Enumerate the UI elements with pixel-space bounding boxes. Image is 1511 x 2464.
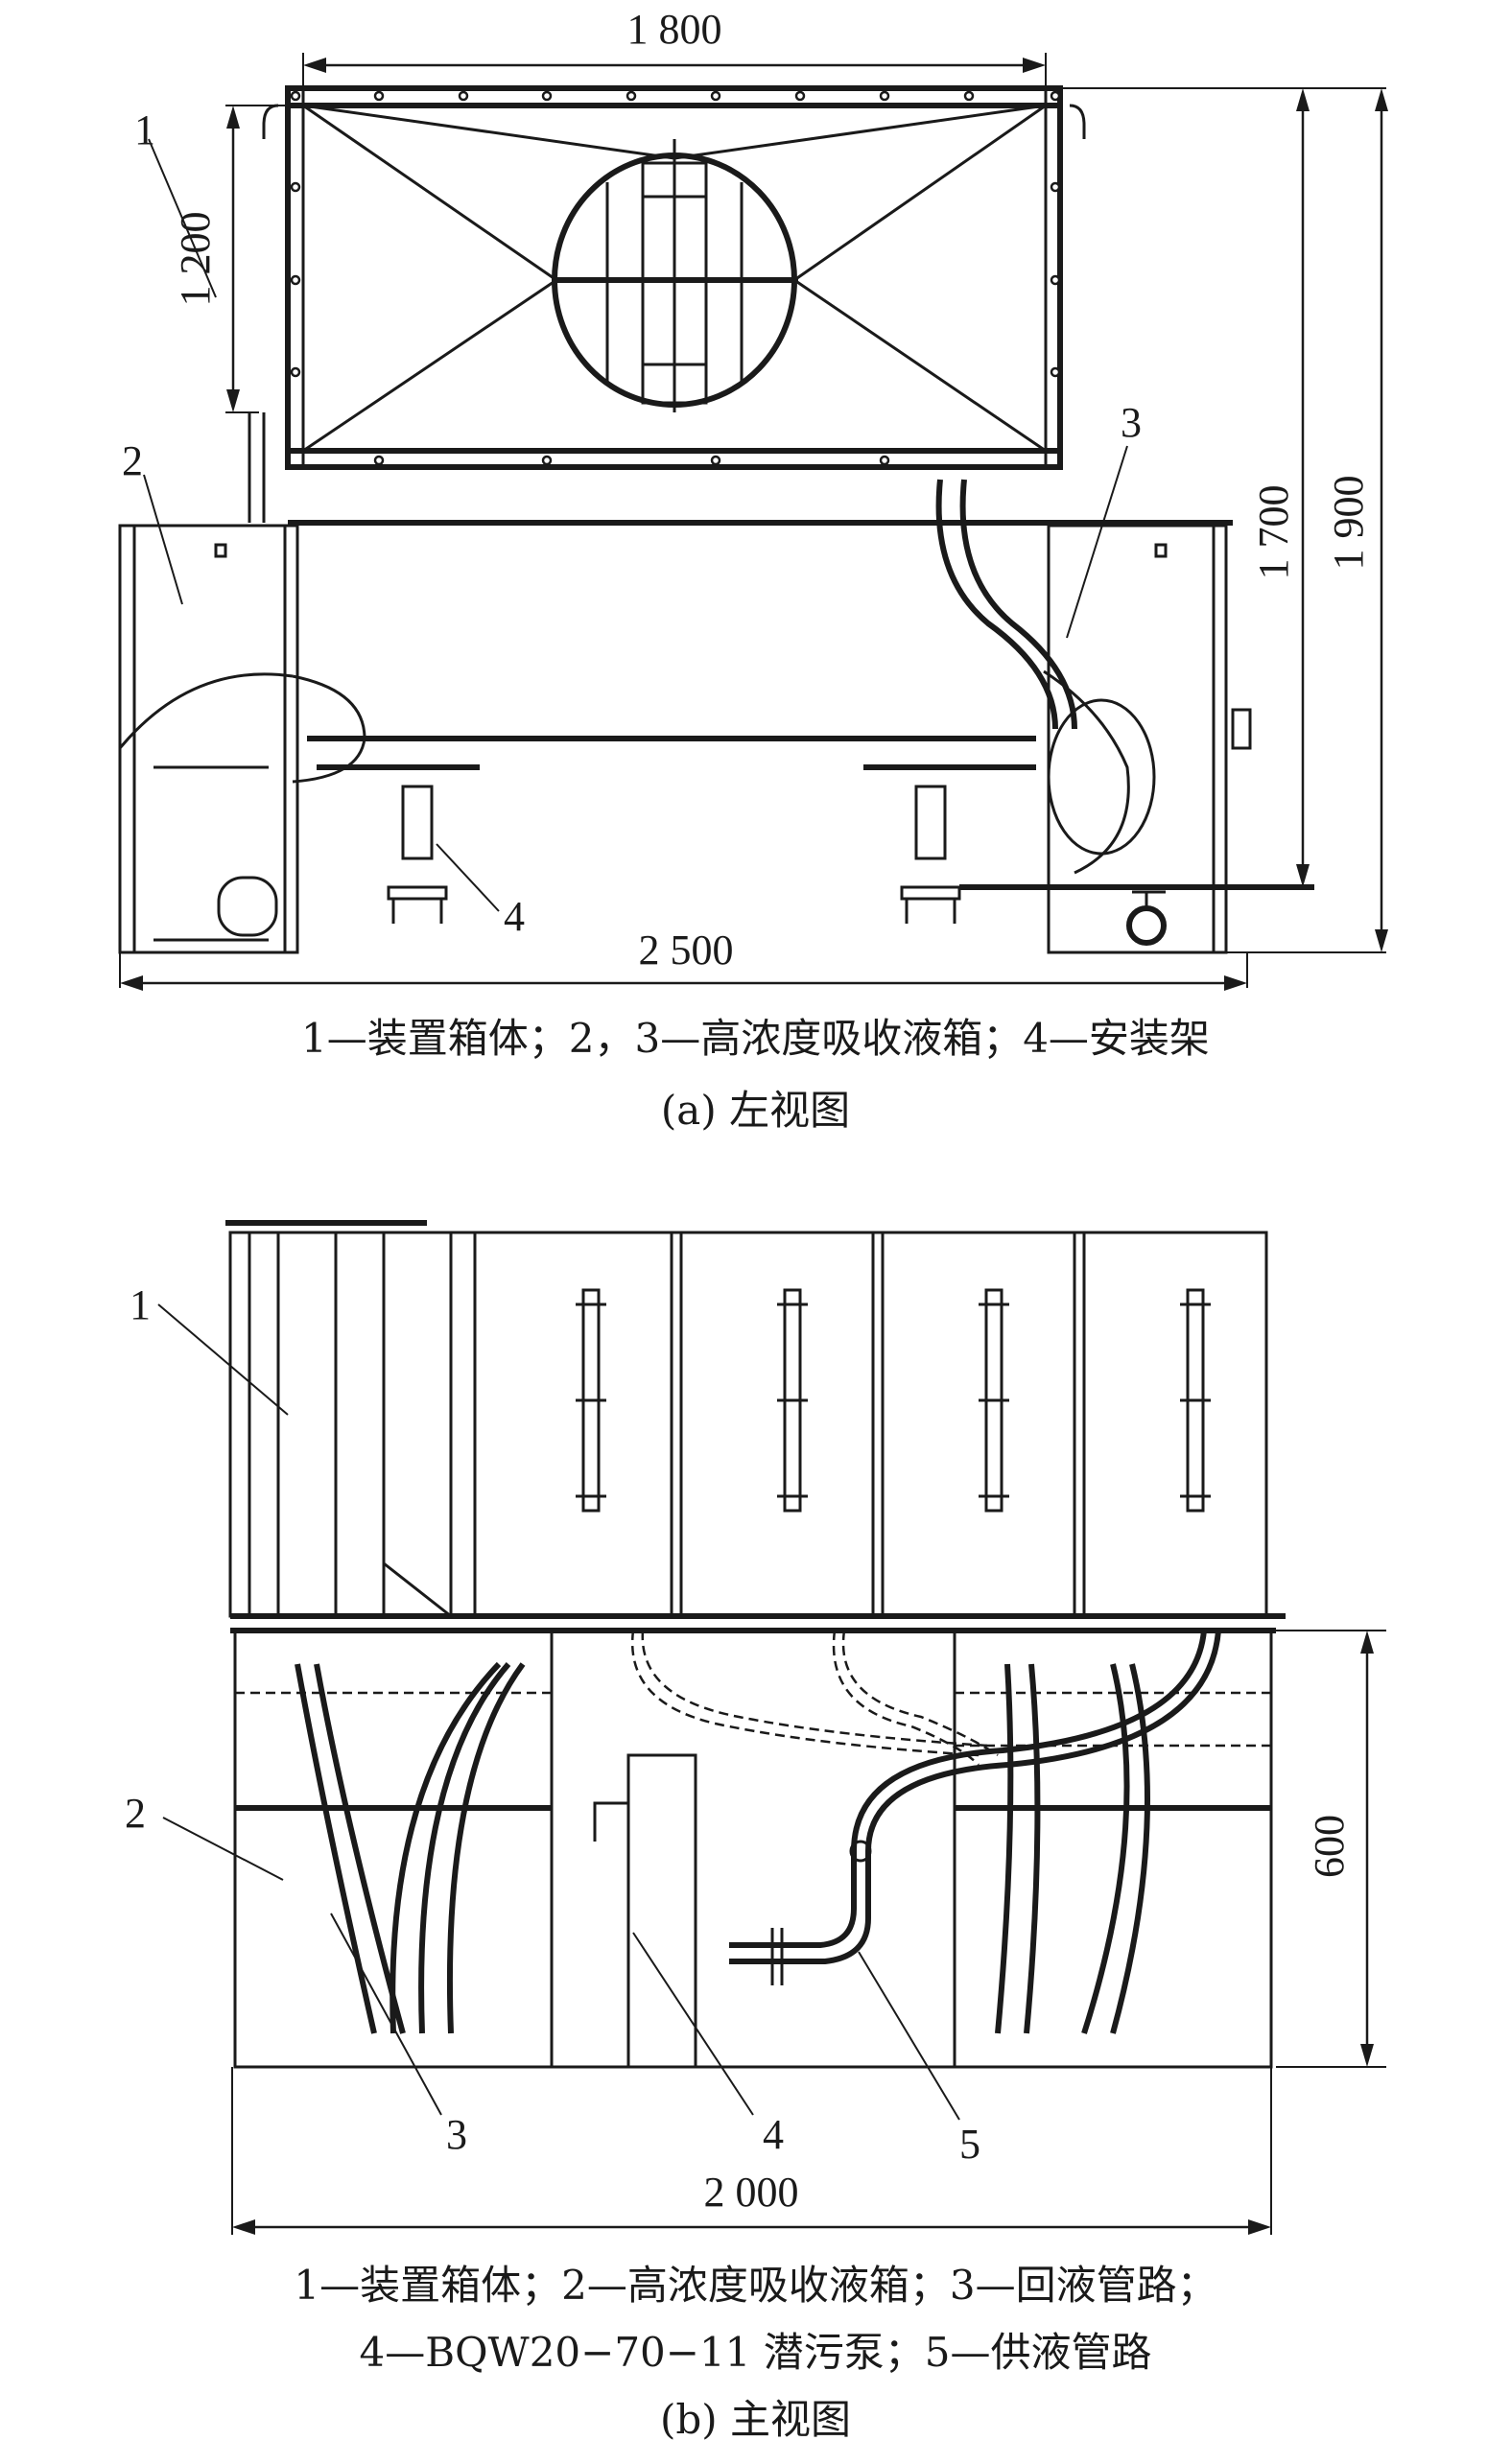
mounting-frame-right: [863, 764, 1036, 924]
dim-label-2500: 2 500: [639, 927, 734, 974]
dim-label-1200: 1 200: [172, 212, 219, 307]
dimension-bottom-width-b: 2 000: [231, 2067, 1272, 2235]
dimension-right-height-b: 600: [1276, 1630, 1386, 2068]
dimension-left-height: 1 200: [172, 105, 288, 413]
dimension-bottom-width: 2 500: [119, 927, 1248, 991]
caption-a: (a) 左视图: [660, 1087, 851, 1134]
callouts-a: 1 2 3 4: [122, 106, 1142, 940]
dim-label-2000: 2 000: [704, 2169, 799, 2216]
caption-b: (b) 主视图: [659, 2396, 851, 2443]
callout-2: 2: [122, 437, 143, 484]
dim-label-1800: 1 800: [627, 6, 722, 53]
device-box: [262, 85, 1086, 470]
dim-label-1900: 1 900: [1325, 476, 1372, 571]
callout-b-4: 4: [763, 2111, 784, 2158]
mounting-frame-left: [317, 764, 480, 924]
callout-4: 4: [504, 893, 525, 940]
cabinet-body: [118, 412, 1314, 954]
front-view: 600 2 000 1 2 3 4 5: [125, 1220, 1386, 2235]
dim-label-1700: 1 700: [1250, 485, 1297, 580]
dim-label-600: 600: [1306, 1815, 1353, 1878]
dimension-top-width: 1 800: [302, 6, 1047, 91]
legend-b-line2: 4—BQW20−70−11 潜污泵；5—供液管路: [359, 2329, 1152, 2376]
device-box-front: [225, 1220, 1268, 1618]
callout-3: 3: [1121, 399, 1142, 446]
legend-b-line1: 1—装置箱体；2—高浓度吸收液箱；3—回液管路；: [294, 2262, 1217, 2309]
flange-bolts: [290, 90, 1061, 466]
level-gauges: [576, 1288, 1211, 1513]
dimension-right-heights: 1 700 1 900: [1060, 87, 1388, 953]
callout-b-5: 5: [959, 2121, 980, 2168]
legend-a: 1—装置箱体；2，3—高浓度吸收液箱；4—安装架: [301, 1015, 1210, 1062]
callouts-b: 1 2 3 4 5: [125, 1281, 980, 2168]
callout-b-3: 3: [446, 2111, 467, 2158]
callout-b-2: 2: [125, 1790, 146, 1837]
callout-b-1: 1: [130, 1281, 151, 1328]
liquid-tanks: [230, 1613, 1286, 2069]
left-view: 1 800: [118, 6, 1388, 991]
